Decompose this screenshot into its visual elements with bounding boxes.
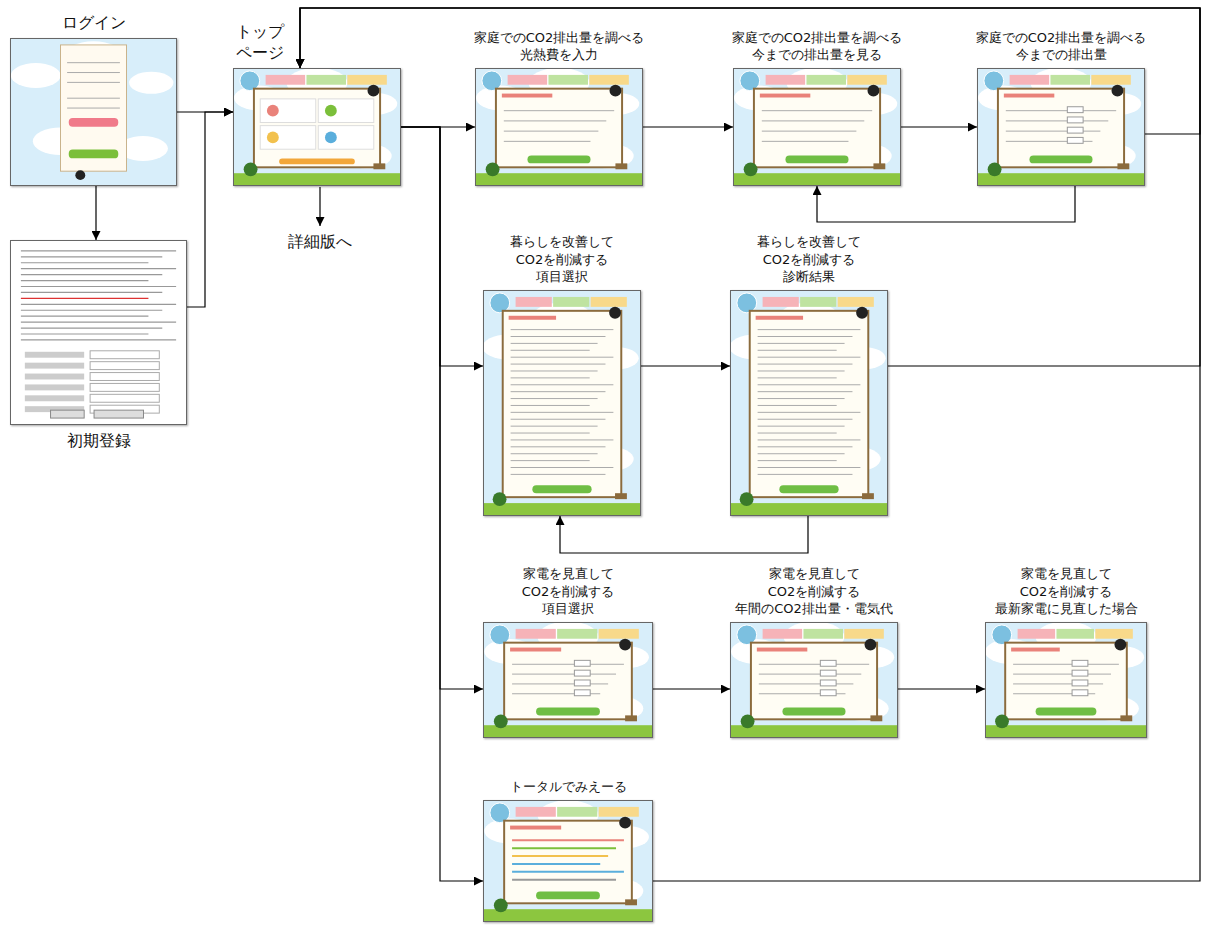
flow-arrow: [300, 8, 1200, 881]
flow-arrow: [641, 365, 730, 366]
screen-title: 暮らしを改善して CO2を削減する 診断結果: [745, 233, 873, 286]
screen-thumbnail: [731, 623, 897, 737]
flow-arrow: [817, 186, 1075, 222]
screen-thumbnail: [11, 39, 176, 185]
screen-title: トータルでみえーる: [483, 778, 653, 796]
screen-thumbnail: [484, 623, 652, 737]
screen-box: トータルでみえーる: [483, 800, 653, 922]
screen-title: 家電を見直して CO2を削減する 年間のCO2排出量・電気代: [728, 565, 900, 618]
flow-arrow: [898, 688, 985, 689]
screen-thumbnail: [11, 241, 186, 424]
flow-arrow: [560, 516, 808, 553]
screen-box: 家電を見直して CO2を削減する 年間のCO2排出量・電気代: [730, 622, 898, 738]
screen-box: 家電を見直して CO2を削減する 最新家電に見直した場合: [985, 622, 1147, 738]
screen-box: 暮らしを改善して CO2を削減する 項目選択: [483, 290, 641, 516]
screen-box: 暮らしを改善して CO2を削減する 診断結果: [730, 290, 888, 516]
screen-box: 初期登録: [10, 240, 187, 425]
screen-box: トップ ページ: [233, 68, 401, 186]
screen-box: 家電を見直して CO2を削減する 項目選択: [483, 622, 653, 738]
link-note: 詳細版へ: [288, 232, 352, 253]
detail-arrow: [319, 187, 320, 226]
screen-title: 暮らしを改善して CO2を削減する 項目選択: [498, 233, 626, 286]
flow-arrow: [187, 112, 233, 307]
screen-title: 家庭でのCO2排出量を調べる 光熱費を入力: [463, 29, 655, 64]
flow-arrow: [401, 127, 483, 881]
screen-thumbnail: [978, 69, 1144, 185]
screen-box: ログイン: [10, 38, 177, 186]
screen-title: ログイン: [34, 12, 154, 34]
screen-title: 初期登録: [39, 430, 159, 452]
screen-thumbnail: [484, 801, 652, 921]
screen-thumbnail: [734, 69, 900, 185]
screen-thumbnail: [731, 291, 887, 515]
screen-box: 家庭でのCO2排出量を調べる 今までの排出量: [977, 68, 1145, 186]
screen-thumbnail: [476, 69, 642, 185]
screen-thumbnail: [484, 291, 640, 515]
flow-arrow: [901, 126, 977, 127]
screen-title: 家庭でのCO2排出量を調べる 今までの排出量: [966, 29, 1156, 64]
screen-title: 家庭でのCO2排出量を調べる 今までの排出量を見る: [721, 29, 913, 64]
screen-box: 家庭でのCO2排出量を調べる 光熱費を入力: [475, 68, 643, 186]
screen-thumbnail: [986, 623, 1146, 737]
screen-title: 家電を見直して CO2を削減する 最新家電に見直した場合: [988, 565, 1144, 618]
flow-arrow: [95, 186, 96, 240]
flow-arrow: [653, 688, 730, 689]
screen-thumbnail: [234, 69, 400, 185]
flow-arrow: [401, 127, 483, 366]
screen-title: トップ ページ: [236, 21, 288, 64]
flow-arrow: [643, 126, 733, 127]
screen-title: 家電を見直して CO2を削減する 項目選択: [504, 565, 632, 618]
screen-box: 家庭でのCO2排出量を調べる 今までの排出量を見る: [733, 68, 901, 186]
flow-arrow: [401, 127, 483, 689]
